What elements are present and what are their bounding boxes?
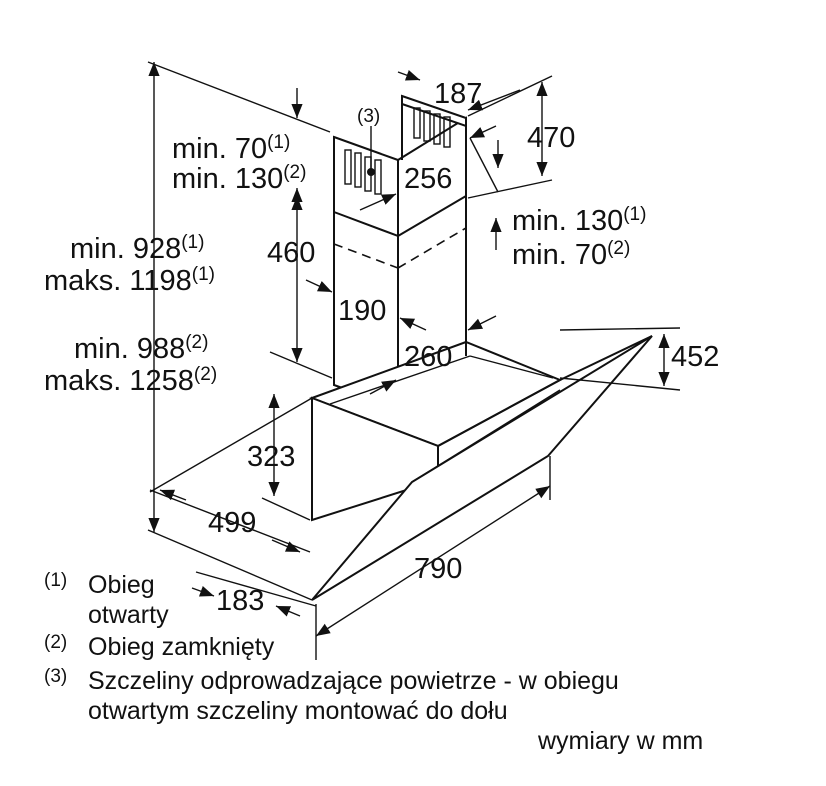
dim-190: 190 [338, 295, 386, 327]
dim-470: 470 [527, 122, 575, 154]
air-slots-left [344, 149, 382, 195]
dim-260: 260 [404, 341, 452, 373]
dim-452: 452 [671, 341, 719, 373]
label-min70-right: min. 70(2) [512, 238, 630, 271]
label-min928: min. 928(1) [70, 232, 204, 265]
dim-256: 256 [404, 163, 452, 195]
legend-num-2: (2) [44, 632, 68, 653]
dim-460: 460 [267, 237, 315, 269]
label-min70: min. 70(1) [172, 132, 290, 165]
label-maks1198: maks. 1198(1) [44, 264, 215, 297]
label-min130: min. 130(2) [172, 162, 306, 195]
dim-187: 187 [434, 78, 482, 110]
legend-item-2-line1: Obieg zamknięty [88, 633, 275, 661]
dim-499: 499 [208, 507, 256, 539]
label-maks1258: maks. 1258(2) [44, 364, 217, 397]
dimension-lines [147, 61, 681, 660]
slot-marker-dot [367, 168, 375, 176]
hood-body [309, 94, 653, 601]
legend-item-3-line1: Szczeliny odprowadzające powietrze - w o… [88, 667, 619, 695]
legend-item-3-line2: otwartym szczeliny montować do dołu [88, 697, 508, 725]
units-note: wymiary w mm [538, 727, 704, 755]
label-min130-right: min. 130(1) [512, 204, 646, 237]
label-min988: min. 988(2) [74, 332, 208, 365]
marker-3: (3) [357, 106, 380, 127]
dim-183: 183 [216, 585, 264, 617]
air-slots-right [413, 107, 451, 148]
legend-num-1: (1) [44, 570, 68, 591]
legend-item-1-line1: Obieg [88, 571, 155, 599]
legend-item-1-line2: otwarty [88, 601, 169, 629]
dim-790: 790 [414, 553, 462, 585]
dim-323: 323 [247, 441, 295, 473]
legend-num-3: (3) [44, 666, 68, 687]
